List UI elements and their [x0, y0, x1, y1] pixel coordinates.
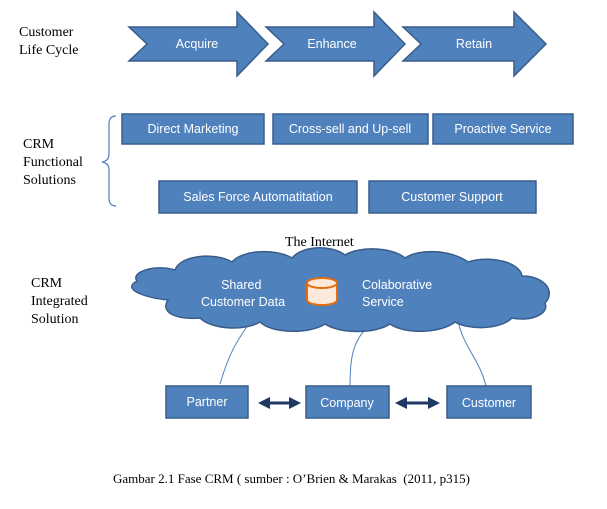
- box-customer-support: Customer Support: [368, 180, 537, 214]
- functional-label: CRM Functional Solutions: [23, 137, 86, 188]
- functional-label-line-1: CRM: [23, 137, 55, 152]
- cloud-shared-data-line-2: Customer Data: [201, 295, 285, 309]
- node-company: Company: [305, 385, 390, 419]
- node-company-label: Company: [320, 396, 374, 410]
- node-partner-label: Partner: [187, 395, 228, 409]
- box-proactive-service-label: Proactive Service: [454, 122, 551, 136]
- stage-acquire-label: Acquire: [176, 37, 218, 51]
- stage-retain-label: Retain: [456, 37, 492, 51]
- stage-retain: Retain: [401, 10, 548, 78]
- integrated-label-line-2: Integrated: [31, 294, 88, 309]
- node-partner: Partner: [165, 385, 249, 419]
- stage-acquire: Acquire: [127, 10, 270, 78]
- lifecycle-label-line-1: Customer: [19, 25, 74, 40]
- functional-label-line-3: Solutions: [23, 173, 76, 188]
- integrated-label-line-1: CRM: [31, 276, 63, 291]
- functional-label-line-2: Functional: [23, 155, 83, 170]
- node-customer: Customer: [446, 385, 532, 419]
- box-customer-support-label: Customer Support: [401, 190, 503, 204]
- integrated-label-line-3: Solution: [31, 312, 78, 327]
- functional-bracket: [101, 115, 117, 207]
- stage-enhance: Enhance: [264, 10, 407, 78]
- figure-caption: Gambar 2.1 Fase CRM ( sumber : O’Brien &…: [113, 471, 470, 486]
- box-sales-force-label: Sales Force Automatitation: [183, 190, 332, 204]
- integrated-label: CRM Integrated Solution: [31, 276, 91, 327]
- box-sales-force: Sales Force Automatitation: [158, 180, 358, 214]
- node-customer-label: Customer: [462, 396, 516, 410]
- box-cross-sell: Cross-sell and Up-sell: [272, 113, 429, 145]
- database-icon: [306, 277, 338, 306]
- cloud-collab-service-line-2: Service: [362, 295, 404, 309]
- box-direct-marketing-label: Direct Marketing: [148, 122, 239, 136]
- box-direct-marketing: Direct Marketing: [121, 113, 265, 145]
- internet-cloud: [131, 247, 551, 333]
- cloud-shared-data-line-1: Shared: [221, 278, 261, 292]
- cloud-shared-data: Shared Customer Data: [201, 278, 285, 309]
- cloud-collab-service-line-1: Colaborative: [362, 278, 432, 292]
- box-proactive-service: Proactive Service: [432, 113, 574, 145]
- link-cloud-customer: [457, 319, 487, 387]
- box-cross-sell-label: Cross-sell and Up-sell: [289, 122, 411, 136]
- internet-label: The Internet: [285, 235, 354, 250]
- link-cloud-partner: [219, 321, 251, 385]
- lifecycle-label: Customer Life Cycle: [19, 25, 78, 58]
- link-cloud-company: [349, 324, 371, 387]
- stage-enhance-label: Enhance: [307, 37, 356, 51]
- lifecycle-label-line-2: Life Cycle: [19, 43, 78, 58]
- cloud-collab-service: Colaborative Service: [362, 278, 436, 309]
